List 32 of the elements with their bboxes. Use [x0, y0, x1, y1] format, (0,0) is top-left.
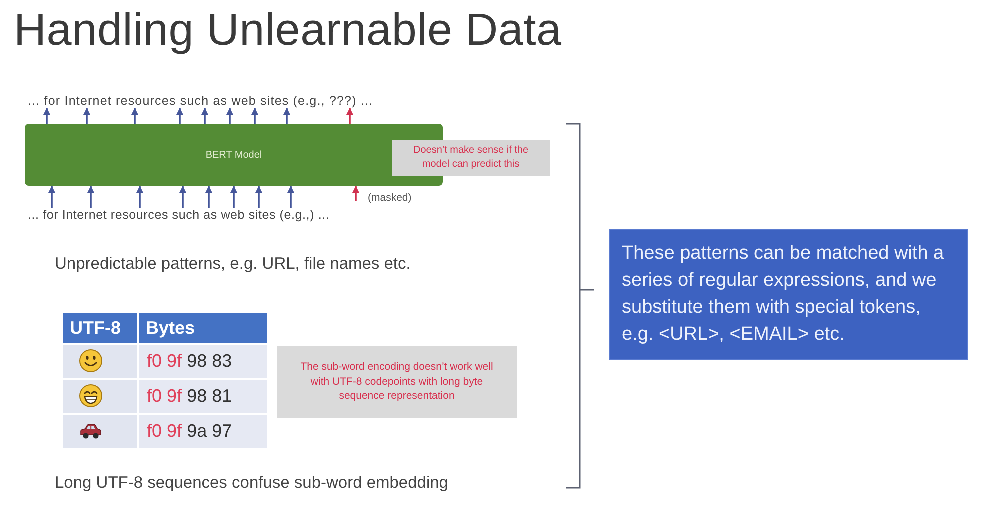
sentence-text: ... for Internet resources such as web sites (e.g., ???) ... [28, 94, 374, 108]
arrow [226, 108, 234, 124]
arrow [346, 108, 354, 124]
arrow [288, 186, 294, 208]
arrow [44, 108, 50, 124]
arrow [136, 186, 144, 208]
note-box: Doesn’t make sense if the model can predict this [392, 140, 550, 176]
caption-text: Long UTF-8 sequences confuse sub-word embedding [55, 474, 448, 493]
arrow [176, 108, 184, 124]
header-cell: Bytes [139, 313, 267, 343]
table-cell: f0 9f 98 81 [139, 380, 267, 413]
arrow [230, 186, 238, 208]
arrow [84, 108, 90, 124]
arrow [252, 108, 258, 124]
slide-title: Handling Unlearnable Data [14, 4, 562, 56]
annotation-text: (masked) [368, 192, 412, 204]
header-cell: UTF-8 [63, 313, 137, 343]
arrow [180, 186, 186, 208]
sentence-text: ... for Internet resources such as web sites (e.g.,) ... [28, 208, 330, 222]
arrow [48, 186, 56, 208]
note-box: The sub-word encoding doesn’t work well with UTF-8 codepoints with long byte sequence representation [277, 346, 517, 418]
arrow [206, 186, 212, 208]
table-cell: f0 9f 9a 97 [139, 415, 267, 448]
table-cell: f0 9f 98 83 [139, 345, 267, 378]
arrow [352, 186, 360, 201]
arrow [256, 186, 262, 208]
arrow [132, 108, 138, 124]
arrow [284, 108, 290, 124]
caption-text: Unpredictable patterns, e.g. URL, file names etc. [55, 255, 411, 274]
arrow [88, 186, 94, 208]
arrow [202, 108, 208, 124]
info-box: These patterns can be matched with a series of regular expressions, and we substitute them with special tokens, e.g. <URL>, <EMAIL> etc. [609, 229, 968, 360]
